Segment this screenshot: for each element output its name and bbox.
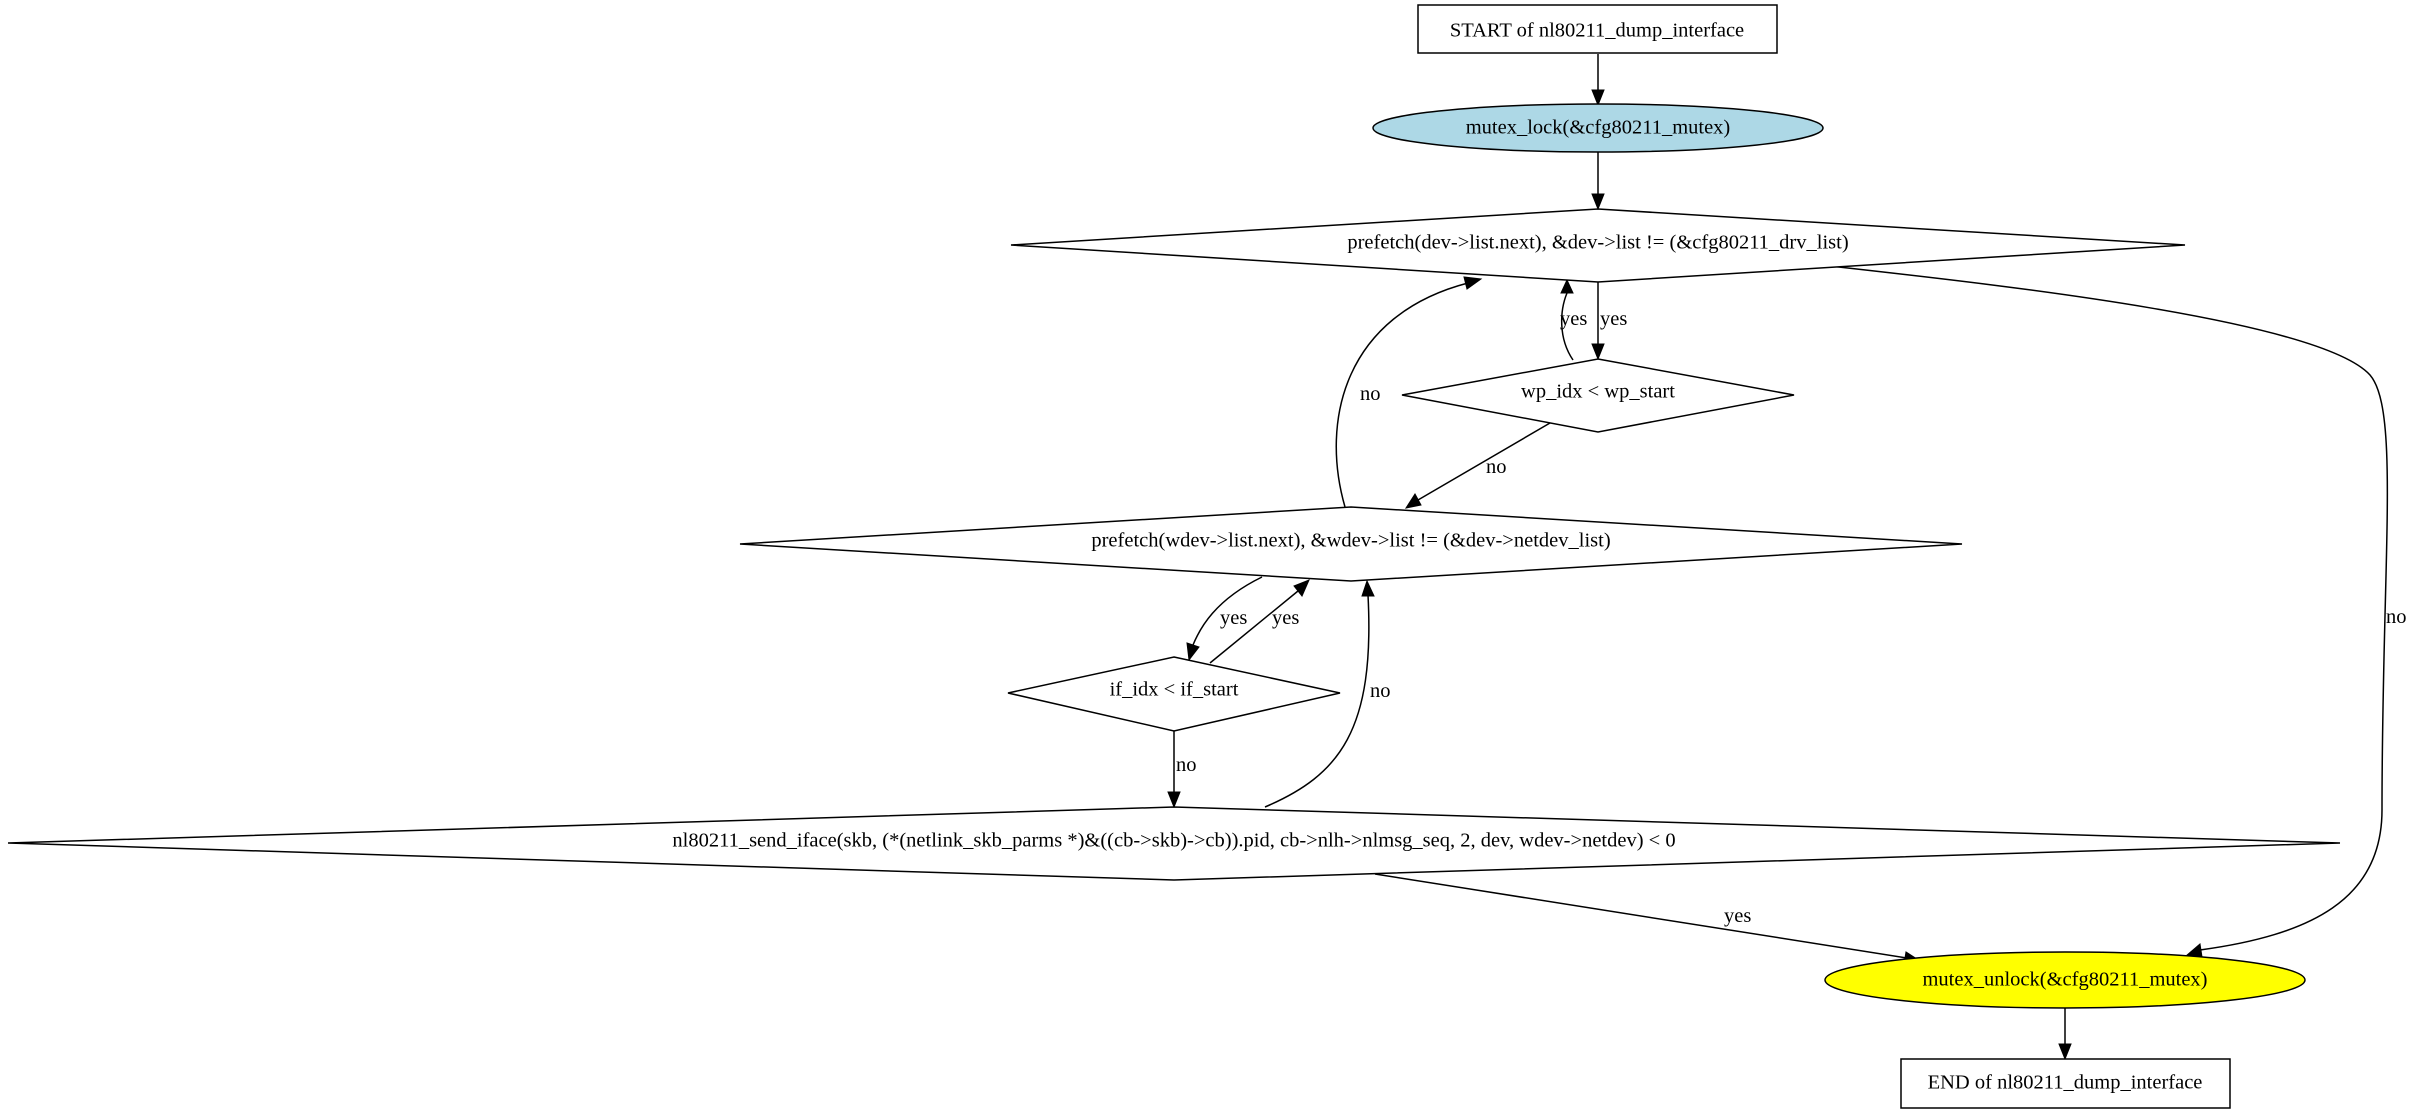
arrow-unlock-to-end: [2058, 1043, 2072, 1061]
arrow-wp-to-dev-loop: [1560, 278, 1574, 294]
edge-label-if-to-wdev-loop: yes: [1272, 607, 1299, 629]
lock-label: mutex_lock(&cfg80211_mutex): [1466, 117, 1731, 139]
arrow-start-to-lock: [1591, 89, 1605, 107]
edge-if-to-wdev-loop: [1209, 590, 1299, 664]
edge-label-send-to-wdev-loop: no: [1370, 680, 1391, 702]
edge-wdev-loop-to-if: [1192, 576, 1263, 646]
nodes: START of nl80211_dump_interface mutex_lo…: [7, 4, 2341, 1109]
if-idx-label: if_idx < if_start: [1110, 679, 1239, 701]
edge-label-wp-to-wdev-loop: no: [1486, 456, 1507, 478]
edge-label-dev-loop-to-unlock: no: [2386, 606, 2407, 628]
edge-label-wdev-loop-to-dev-loop: no: [1360, 383, 1381, 405]
edge-send-to-unlock: [1374, 873, 1908, 959]
start-node: START of nl80211_dump_interface: [1417, 4, 1778, 54]
edge-label-wdev-loop-to-if: yes: [1220, 607, 1247, 629]
end-box: [1900, 1058, 2231, 1109]
edge-wp-to-wdev-loop: [1417, 422, 1551, 501]
dev-loop-diamond: [1010, 208, 2186, 283]
arrow-wdev-loop-to-if: [1186, 642, 1200, 662]
wdev-loop-decision: prefetch(wdev->list.next), &wdev->list !…: [739, 506, 1963, 582]
edge-send-to-wdev-loop: [1264, 594, 1370, 808]
send-label: nl80211_send_iface(skb, (*(netlink_skb_p…: [672, 830, 1675, 852]
wdev-loop-diamond: [739, 506, 1963, 582]
arrow-wp-to-wdev-loop: [1404, 493, 1422, 509]
lock-node: mutex_lock(&cfg80211_mutex): [1372, 103, 1824, 153]
arrow-if-to-send: [1167, 791, 1181, 809]
dev-loop-decision: prefetch(dev->list.next), &dev->list != …: [1010, 208, 2186, 283]
wp-idx-diamond: [1401, 358, 1795, 433]
edge-wp-to-dev-loop: [1560, 292, 1574, 361]
send-diamond: [7, 806, 2341, 881]
unlock-label: mutex_unlock(&cfg80211_mutex): [1922, 969, 2207, 991]
edge-dev-loop-to-unlock: [1829, 265, 2389, 951]
start-label: START of nl80211_dump_interface: [1450, 20, 1744, 42]
arrow-if-to-wdev-loop: [1293, 579, 1310, 597]
end-label: END of nl80211_dump_interface: [1928, 1072, 2203, 1094]
arrow-dev-loop-to-wp: [1591, 343, 1605, 361]
if-idx-diamond: [1007, 656, 1341, 732]
start-box: [1417, 4, 1778, 54]
if-idx-decision: if_idx < if_start: [1007, 656, 1341, 732]
send-decision: nl80211_send_iface(skb, (*(netlink_skb_p…: [7, 806, 2341, 881]
arrow-dev-loop-to-unlock: [2184, 943, 2203, 958]
wp-idx-decision: wp_idx < wp_start: [1401, 358, 1795, 433]
edge-label-wp-to-dev-loop: yes: [1560, 308, 1587, 330]
arrow-lock-to-dev-loop: [1591, 193, 1605, 211]
edges: yes yes no no no yes yes no no: [1167, 54, 2407, 1061]
edge-label-send-to-unlock: yes: [1724, 905, 1751, 927]
wp-idx-label: wp_idx < wp_start: [1521, 381, 1675, 403]
lock-ellipse: [1372, 103, 1824, 153]
edge-wdev-loop-to-dev-loop: [1335, 282, 1469, 508]
edge-label-if-to-send: no: [1176, 754, 1197, 776]
edge-label-dev-loop-to-wp: yes: [1600, 308, 1627, 330]
arrow-wdev-loop-to-dev-loop: [1463, 276, 1483, 290]
unlock-ellipse: [1824, 951, 2306, 1009]
end-node: END of nl80211_dump_interface: [1900, 1058, 2231, 1109]
dev-loop-label: prefetch(dev->list.next), &dev->list != …: [1347, 232, 1848, 254]
unlock-node: mutex_unlock(&cfg80211_mutex): [1824, 951, 2306, 1009]
wdev-loop-label: prefetch(wdev->list.next), &wdev->list !…: [1091, 530, 1610, 552]
arrow-send-to-wdev-loop: [1361, 579, 1375, 597]
